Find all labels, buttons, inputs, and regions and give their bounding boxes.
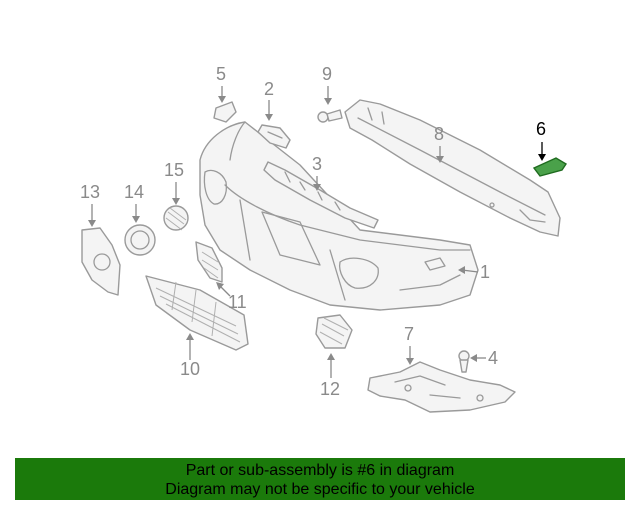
callout-5: 5 <box>216 64 226 84</box>
bolt-4-part <box>458 350 470 373</box>
callout-10: 10 <box>180 359 200 379</box>
clip-2-part <box>257 124 291 149</box>
bolt-9-part <box>317 109 343 123</box>
callout-7: 7 <box>404 324 414 344</box>
callout-14: 14 <box>124 182 144 202</box>
info-banner: Part or sub-assembly is #6 in diagram Di… <box>15 458 625 500</box>
callout-13: 13 <box>80 182 100 202</box>
banner-line-2: Diagram may not be specific to your vehi… <box>165 481 475 498</box>
callout-6: 6 <box>536 119 546 139</box>
callout-4: 4 <box>488 348 498 368</box>
callout-1: 1 <box>480 262 490 282</box>
fog-bezel-13-part <box>81 227 121 296</box>
callout-12: 12 <box>320 379 340 399</box>
ring-14-part <box>124 224 156 256</box>
lower-bracket-7-part <box>367 361 516 413</box>
callout-9: 9 <box>322 64 332 84</box>
callouts: 1 2 3 4 5 6 7 8 9 10 11 12 <box>80 64 546 399</box>
highlighted-part-6 <box>532 157 567 177</box>
bracket-5-part <box>213 101 237 123</box>
callout-3: 3 <box>312 154 322 174</box>
small-grille-12-part <box>315 314 353 349</box>
callout-11: 11 <box>228 292 247 312</box>
side-grille-11-part <box>195 241 223 283</box>
callout-2: 2 <box>264 79 274 99</box>
callout-8: 8 <box>434 124 444 144</box>
reinforcement-beam-part <box>344 99 561 237</box>
callout-15: 15 <box>164 160 184 180</box>
round-grille-15-part <box>163 205 189 231</box>
banner-line-1: Part or sub-assembly is #6 in diagram <box>185 462 455 479</box>
lower-grille-10-part <box>145 275 249 351</box>
retainer-3-part <box>263 161 379 229</box>
